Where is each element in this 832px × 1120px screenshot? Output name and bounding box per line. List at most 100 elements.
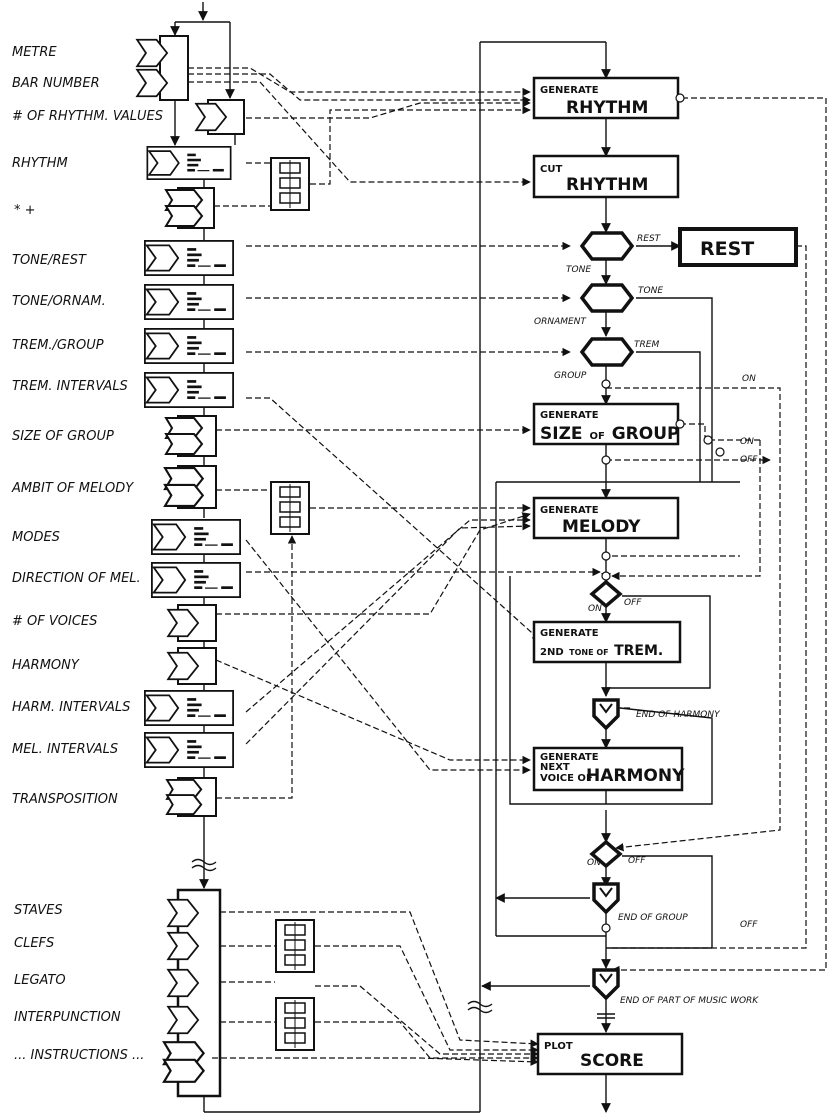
direction-table-icon xyxy=(150,562,242,598)
tone-ornam-table-icon xyxy=(143,284,235,320)
input-label: METRE xyxy=(12,45,57,60)
input-label: HARMONY xyxy=(12,658,80,673)
mel-intervals-table-icon xyxy=(143,732,235,768)
selector-icon xyxy=(275,996,315,1052)
trem-branch-label: TREM xyxy=(634,340,659,350)
input-label: MEL. INTERVALS xyxy=(12,742,118,757)
svg-text:2ND TONE OF TR: 2ND TONE OF TREM. xyxy=(540,643,663,659)
input-label: HARM. INTERVALS xyxy=(12,700,130,715)
generate-trem-box: GENERATE 2ND TONE OF TREM. xyxy=(532,620,682,664)
tone-branch-label: TONE xyxy=(638,286,663,296)
score-big: SCORE xyxy=(580,1051,644,1071)
selector-icon xyxy=(275,918,315,974)
trem-group-table-icon xyxy=(143,328,235,364)
on-branch-label: ON xyxy=(742,374,756,384)
input-label: # OF VOICES xyxy=(12,614,97,629)
generate-rhythm-big: RHYTHM xyxy=(566,98,648,118)
second-label: 2ND xyxy=(540,647,564,658)
cut-rhythm-box: CUT RHYTHM xyxy=(532,154,680,199)
end-of-part-label: END OF PART OF MUSIC WORK xyxy=(620,996,759,1006)
cut-rhythm-small: CUT xyxy=(540,164,562,175)
rest-box: REST xyxy=(678,227,798,267)
plot-score-box: PLOT SCORE xyxy=(536,1032,684,1076)
trem-small: GENERATE xyxy=(540,628,599,639)
group-branch-label: GROUP xyxy=(554,371,587,381)
input-label: BAR NUMBER xyxy=(12,76,100,91)
harmony-small2: NEXT xyxy=(540,762,570,773)
harm-intervals-table-icon xyxy=(143,690,235,726)
trem-label: TREM. xyxy=(614,643,663,659)
generate-rhythm-box: GENERATE RHYTHM xyxy=(532,76,685,120)
process-column: GENERATE RHYTHM CUT RHYTHM REST GENERATE… xyxy=(467,76,798,1113)
score-input-label: ... INSTRUCTIONS ... xyxy=(14,1048,144,1063)
tone-branch-label: TONE xyxy=(566,265,591,275)
tone-of-label: TONE OF xyxy=(569,648,608,657)
rest-branch-label: REST xyxy=(637,234,662,244)
input-label: DIRECTION OF MEL. xyxy=(12,571,141,586)
score-input-label: CLEFS xyxy=(14,936,54,951)
data-connections xyxy=(188,67,827,1066)
input-label: * + xyxy=(14,203,36,218)
input-label: TREM./GROUP xyxy=(12,338,104,353)
tone-rest-table-icon xyxy=(143,240,235,276)
main-spine xyxy=(170,2,611,1113)
input-label: AMBIT OF MELODY xyxy=(11,481,134,496)
selector-icon xyxy=(270,480,310,536)
modes-table-icon xyxy=(150,519,242,555)
on-branch-label: ON xyxy=(587,858,601,868)
selector-icon xyxy=(270,156,310,212)
end-of-harmony-loop xyxy=(592,698,620,731)
off-branch-label: OFF xyxy=(624,598,642,608)
input-symbols xyxy=(135,35,315,1098)
on-branch-label: ON xyxy=(740,437,754,447)
end-of-harmony-label: END OF HARMONY xyxy=(636,710,721,720)
rest-decision-hexagon xyxy=(579,231,635,261)
score-input-label: STAVES xyxy=(14,903,63,918)
group-word: GROUP xyxy=(612,424,680,444)
star-plus-input-icon xyxy=(164,188,204,228)
harmony-small3: VOICE OF xyxy=(540,773,593,784)
generate-melody-box: GENERATE MELODY xyxy=(532,496,680,540)
melody-big: MELODY xyxy=(562,517,641,537)
input-label: TONE/ORNAM. xyxy=(12,294,106,309)
size-group-input-icon xyxy=(164,416,204,456)
transposition-input-icon xyxy=(165,778,203,816)
size-word: SIZE xyxy=(540,424,583,444)
off-branch-label: OFF xyxy=(740,455,758,465)
generate-rhythm-small: GENERATE xyxy=(540,85,599,96)
size-group-small: GENERATE xyxy=(540,410,599,421)
on-branch-label: ON xyxy=(588,604,602,614)
instructions-input-icon xyxy=(162,1041,205,1083)
input-file-frame xyxy=(159,35,189,101)
of-word: OF xyxy=(589,431,604,442)
end-of-part-loop xyxy=(592,968,620,1001)
cut-rhythm-big: RHYTHM xyxy=(566,175,648,195)
input-label: RHYTHM xyxy=(12,156,68,171)
input-label: # OF RHYTHM. VALUES xyxy=(12,109,163,124)
rest-label: REST xyxy=(700,238,754,260)
harmony-small1: GENERATE xyxy=(540,752,599,763)
tone-decision-hexagon xyxy=(579,283,635,313)
input-label: SIZE OF GROUP xyxy=(12,429,114,444)
on-off-diamond-2 xyxy=(589,839,623,869)
off-branch-label: OFF xyxy=(740,920,758,930)
end-of-group-loop xyxy=(592,882,620,915)
trem-intervals-table-icon xyxy=(143,372,235,408)
svg-text:SIZE OF GROUP: SIZE OF GROUP xyxy=(540,424,679,444)
input-label: TRANSPOSITION xyxy=(12,792,118,807)
input-label: MODES xyxy=(12,530,60,545)
plot-small: PLOT xyxy=(544,1041,573,1052)
rhythm-table-icon xyxy=(146,146,232,180)
generate-size-group-box: GENERATE SIZE OF GROUP xyxy=(532,402,685,446)
generate-harmony-box: GENERATE NEXT VOICE OF HARMONY xyxy=(532,746,685,792)
end-of-group-label: END OF GROUP xyxy=(618,913,688,923)
ornament-branch-label: ORNAMENT xyxy=(534,317,587,327)
input-labels: METRE BAR NUMBER # OF RHYTHM. VALUES RHY… xyxy=(11,45,163,1063)
input-label: TONE/REST xyxy=(12,253,87,268)
melody-small: GENERATE xyxy=(540,505,599,516)
on-off-diamond xyxy=(589,579,623,609)
score-input-label: LEGATO xyxy=(14,973,66,988)
harmony-big: HARMONY xyxy=(586,766,685,786)
trem-decision-hexagon xyxy=(579,337,635,367)
branch-labels: REST TONE TONE ORNAMENT TREM GROUP ON ON… xyxy=(534,234,759,1006)
